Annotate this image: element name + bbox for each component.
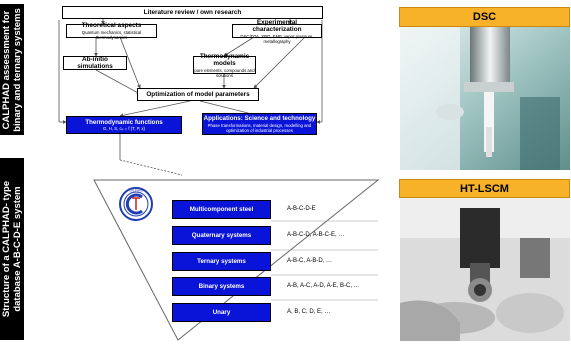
ab-initio-box: Ab-initio simulations	[63, 56, 127, 70]
panel-title-dsc: DSC	[399, 7, 570, 27]
literature-review-box: Literature review / own research	[62, 6, 323, 19]
experimental-characterization-box: Experimental characterization DSC/DTA, X…	[232, 19, 322, 44]
level-unary-systems: A, B, C, D, E, …	[287, 309, 331, 315]
applications-box: Applications: Science and technology Pha…	[202, 113, 317, 135]
level-unary: Unary	[172, 303, 271, 322]
level-ternary-systems: A-B-C, A-B-D, …	[287, 258, 333, 264]
level-quaternary-systems: A-B-C-D, A-B-C-E, …	[287, 232, 345, 238]
level-multicomponent: Multicomponent steel	[172, 200, 271, 219]
level-ternary: Ternary systems	[172, 252, 271, 271]
level-multicomponent-systems: A-B-C-D-E	[287, 206, 316, 212]
theoretical-aspects-box: Theoretical aspects Quantum mechanics, s…	[66, 22, 157, 40]
level-binary-systems: A-B, A-C, A-D, A-E, B-C, …	[287, 283, 360, 289]
calphad-logo-icon: CALPHAD	[119, 187, 153, 221]
level-binary: Binary systems	[172, 277, 271, 296]
microscope-photo	[400, 198, 570, 341]
thermodynamic-models-box: Thermodynamic models pure elements, comp…	[193, 52, 256, 78]
thermodynamic-functions-box: Thermodynamic functions G, H, S, cₚ = f …	[66, 116, 182, 134]
panel-title-ht-lscm: HT-LSCM	[399, 179, 570, 198]
optimization-box: Optimization of model parameters	[137, 88, 259, 101]
level-quaternary: Quaternary systems	[172, 226, 271, 245]
svg-text:CALPHAD: CALPHAD	[129, 189, 144, 193]
dsc-instrument-photo	[400, 27, 570, 170]
